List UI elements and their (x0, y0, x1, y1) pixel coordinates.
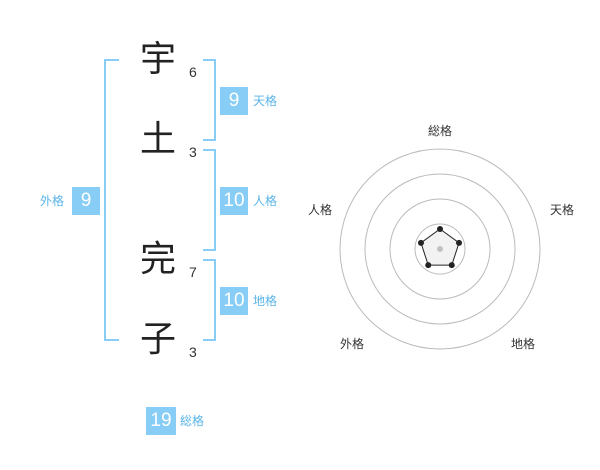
radar-rings (339, 148, 541, 350)
soukaku-label: 総格 (180, 414, 205, 428)
jinkaku-value-badge: 10 (220, 187, 248, 215)
soukaku-value-badge: 19 (146, 407, 176, 435)
radar-point-3 (425, 262, 432, 269)
radar-point-2 (448, 262, 455, 269)
radar-chart (339, 148, 541, 350)
tenkaku-label: 天格 (253, 94, 278, 108)
chikaku-label: 地格 (253, 294, 278, 308)
radar-ring (339, 148, 541, 350)
name-char-3: 完 (139, 239, 176, 280)
radar-axis-label-soukaku: 総格 (428, 124, 453, 138)
radar-point-4 (417, 239, 424, 246)
jinkaku-bracket (203, 149, 216, 251)
radar-ring (364, 173, 516, 325)
chikaku-bracket (203, 259, 216, 341)
gaikaku-label: 外格 (40, 194, 65, 208)
stroke-count-4: 3 (189, 344, 197, 360)
tenkaku-value-badge: 9 (220, 87, 248, 115)
stroke-count-1: 6 (189, 64, 197, 80)
radar-axis-label-chikaku: 地格 (511, 337, 536, 351)
jinkaku-label: 人格 (253, 194, 278, 208)
gaikaku-bracket (104, 59, 119, 341)
radar-ring (414, 223, 466, 275)
radar-point-1 (456, 239, 463, 246)
tenkaku-bracket (203, 59, 216, 141)
radar-shape (417, 226, 463, 269)
name-char-1: 宇 (139, 39, 176, 80)
stroke-count-3: 7 (189, 264, 197, 280)
radar-axis-label-jinkaku: 人格 (308, 203, 333, 217)
name-char-2: 土 (139, 119, 176, 160)
radar-axis-label-tenkaku: 天格 (550, 203, 575, 217)
radar-series-polygon (420, 228, 460, 266)
radar-point-0 (437, 226, 443, 232)
stroke-count-2: 3 (189, 144, 197, 160)
name-char-4: 子 (139, 319, 176, 360)
radar-center-dot (437, 246, 443, 252)
radar-ring (389, 198, 491, 300)
chikaku-value-badge: 10 (220, 287, 248, 315)
gaikaku-value-badge: 9 (72, 187, 100, 215)
radar-axis-label-gaikaku: 外格 (340, 337, 365, 351)
